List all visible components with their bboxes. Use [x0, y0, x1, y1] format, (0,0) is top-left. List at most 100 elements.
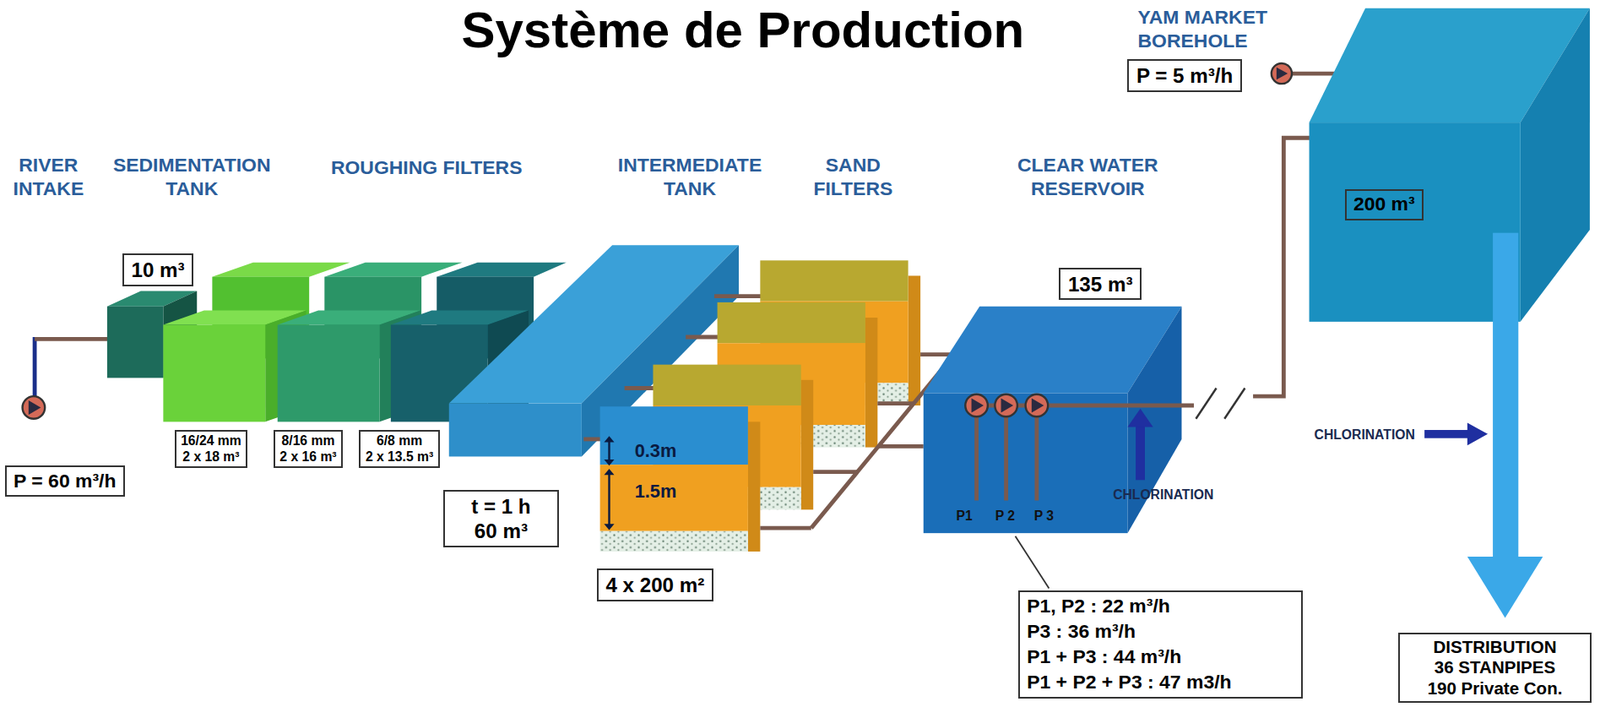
dimension-arrow: [603, 435, 614, 442]
sand-filter: [652, 364, 801, 406]
chlorination-arrow: [1127, 408, 1153, 481]
value-text: 6/8 mm: [365, 433, 434, 450]
value-box: 6/8 mm2 x 13.5 m³: [358, 429, 440, 468]
pipe-break: [1195, 387, 1245, 418]
borehole-pump: [1271, 63, 1292, 84]
intake-pump: [22, 395, 46, 419]
pipe: [813, 469, 857, 474]
sand-filter: [600, 406, 749, 465]
sedimentation-tank: [107, 306, 163, 379]
pump: [974, 405, 979, 500]
distribution-arrow: [1492, 233, 1519, 558]
chlorination-arrow: [1127, 408, 1153, 428]
dimension-arrow: [603, 468, 614, 475]
chlorination-arrow: [1424, 423, 1488, 446]
pipe-break: [1224, 387, 1245, 418]
distribution-arrow: [1467, 233, 1543, 619]
leader-line: [1015, 536, 1050, 589]
pipe: [1252, 137, 1312, 396]
elevated-tank: [1309, 8, 1590, 322]
pump-label: P 3: [1034, 507, 1054, 524]
intake-pump: [32, 336, 38, 396]
value-text: 200 m³: [1353, 192, 1416, 217]
pump: [965, 394, 1194, 501]
value-text: DISTRIBUTION: [1405, 636, 1584, 658]
value-box: 200 m³: [1345, 189, 1424, 221]
value-box: t = 1 h60 m³: [443, 489, 560, 548]
stage-heading: CLEAR WATER RESERVOIR: [991, 152, 1186, 201]
pump: [1034, 405, 1039, 500]
value-text: P1 + P3 : 44 m³/h: [1026, 644, 1295, 670]
note: CHLORINATION: [1112, 486, 1214, 503]
value-text: 2 x 13.5 m³: [365, 449, 434, 466]
pump: [965, 394, 988, 418]
value-box: P = 60 m³/h: [5, 465, 125, 497]
stage-heading: SAND FILTERS: [797, 152, 910, 201]
pump: [1003, 405, 1009, 500]
value-box: 8/16 mm2 x 16 m³: [273, 429, 343, 468]
roughing-filter: [277, 324, 380, 422]
sand-filter: [801, 379, 814, 510]
leader-line: [1015, 536, 1050, 589]
value-text: 2 x 16 m³: [279, 449, 337, 466]
chlorination-arrow: [1467, 423, 1488, 446]
intake-pump: [34, 336, 109, 342]
elevated-tank: [1309, 122, 1521, 322]
dimension-arrow: [607, 473, 610, 525]
stage-heading: INTERMEDIATE TANK: [592, 152, 787, 201]
stage-heading: ROUGHING FILTERS: [330, 155, 523, 179]
value-text: P1, P2 : 22 m³/h: [1026, 593, 1295, 619]
roughing-filter: [436, 262, 566, 277]
elevated-tank: [1520, 8, 1590, 322]
stage-heading: SEDIMENTATION TANK: [92, 152, 293, 201]
value-text: 60 m³: [451, 518, 551, 543]
sand-filter: [748, 421, 761, 552]
value-text: 2 x 18 m³: [180, 449, 242, 466]
value-text: 8/16 mm: [279, 433, 337, 450]
dimension-arrow: [603, 435, 614, 530]
pump: [1025, 394, 1049, 418]
intermediate-tank: [449, 403, 582, 457]
distribution-arrow: [1467, 556, 1543, 619]
pump: [1001, 398, 1015, 413]
clear-water-reservoir: [923, 393, 1129, 534]
pipe: [759, 526, 811, 531]
sand-filter: [759, 260, 908, 301]
pump: [971, 398, 985, 413]
value-text: P = 5 m³/h: [1136, 63, 1233, 88]
sand-filter: [600, 531, 749, 552]
stage-heading: YAM MARKET BOREHOLE: [1138, 5, 1302, 53]
sand-filter: [717, 302, 866, 343]
intake-pump: [28, 400, 42, 415]
borehole-pump: [1276, 67, 1288, 81]
roughing-filter: [211, 262, 350, 277]
stage-heading: RIVER INTAKE: [2, 152, 95, 201]
dimension-arrow: [607, 440, 610, 461]
value-box: 135 m³: [1058, 267, 1141, 301]
value-text: 10 m³: [130, 257, 185, 283]
dimension-arrow: [603, 459, 614, 466]
dimension-label: 0.3m: [634, 439, 678, 463]
distribution-box: DISTRIBUTION36 STANPIPES190 Private Con.: [1398, 632, 1593, 703]
value-text: 4 x 200 m²: [605, 572, 705, 597]
dimension-label: 1.5m: [634, 480, 678, 504]
value-box: P = 5 m³/h: [1127, 59, 1242, 93]
sand-filter: [865, 317, 879, 448]
value-text: 16/24 mm: [180, 433, 242, 450]
borehole-pump: [1271, 63, 1292, 84]
value-text: 135 m³: [1068, 271, 1134, 297]
sand-filter: [908, 275, 922, 406]
value-text: 190 Private Con.: [1405, 677, 1584, 700]
pump-label: P1: [955, 507, 972, 524]
sand-filter: [600, 464, 749, 532]
chlorination-arrow: [1135, 423, 1145, 481]
title: Système de Production: [461, 0, 1025, 60]
roughing-filter: [324, 262, 462, 277]
pump: [1031, 398, 1045, 413]
value-box: 16/24 mm2 x 18 m³: [174, 429, 249, 468]
value-text: P = 60 m³/h: [13, 469, 116, 494]
value-text: 36 STANPIPES: [1405, 656, 1584, 678]
chlorination-arrow: [1424, 429, 1470, 439]
